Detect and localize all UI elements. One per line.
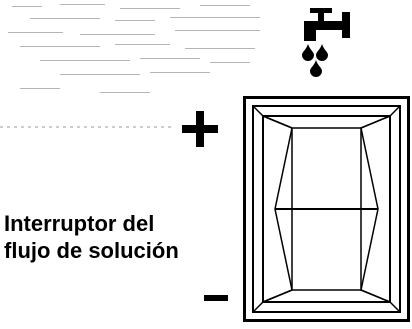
switch-label-line-2: flujo de solución [4,238,179,263]
plus-icon [182,111,218,147]
faucet-dripping-icon [302,8,350,77]
flow-switch[interactable] [243,96,410,322]
scan-noise [8,4,260,93]
minus-icon [204,295,228,301]
leader-line [0,126,175,128]
switch-label-line-1: Interruptor del [4,211,155,236]
switch-label: Interruptor del flujo de solución [4,210,204,264]
